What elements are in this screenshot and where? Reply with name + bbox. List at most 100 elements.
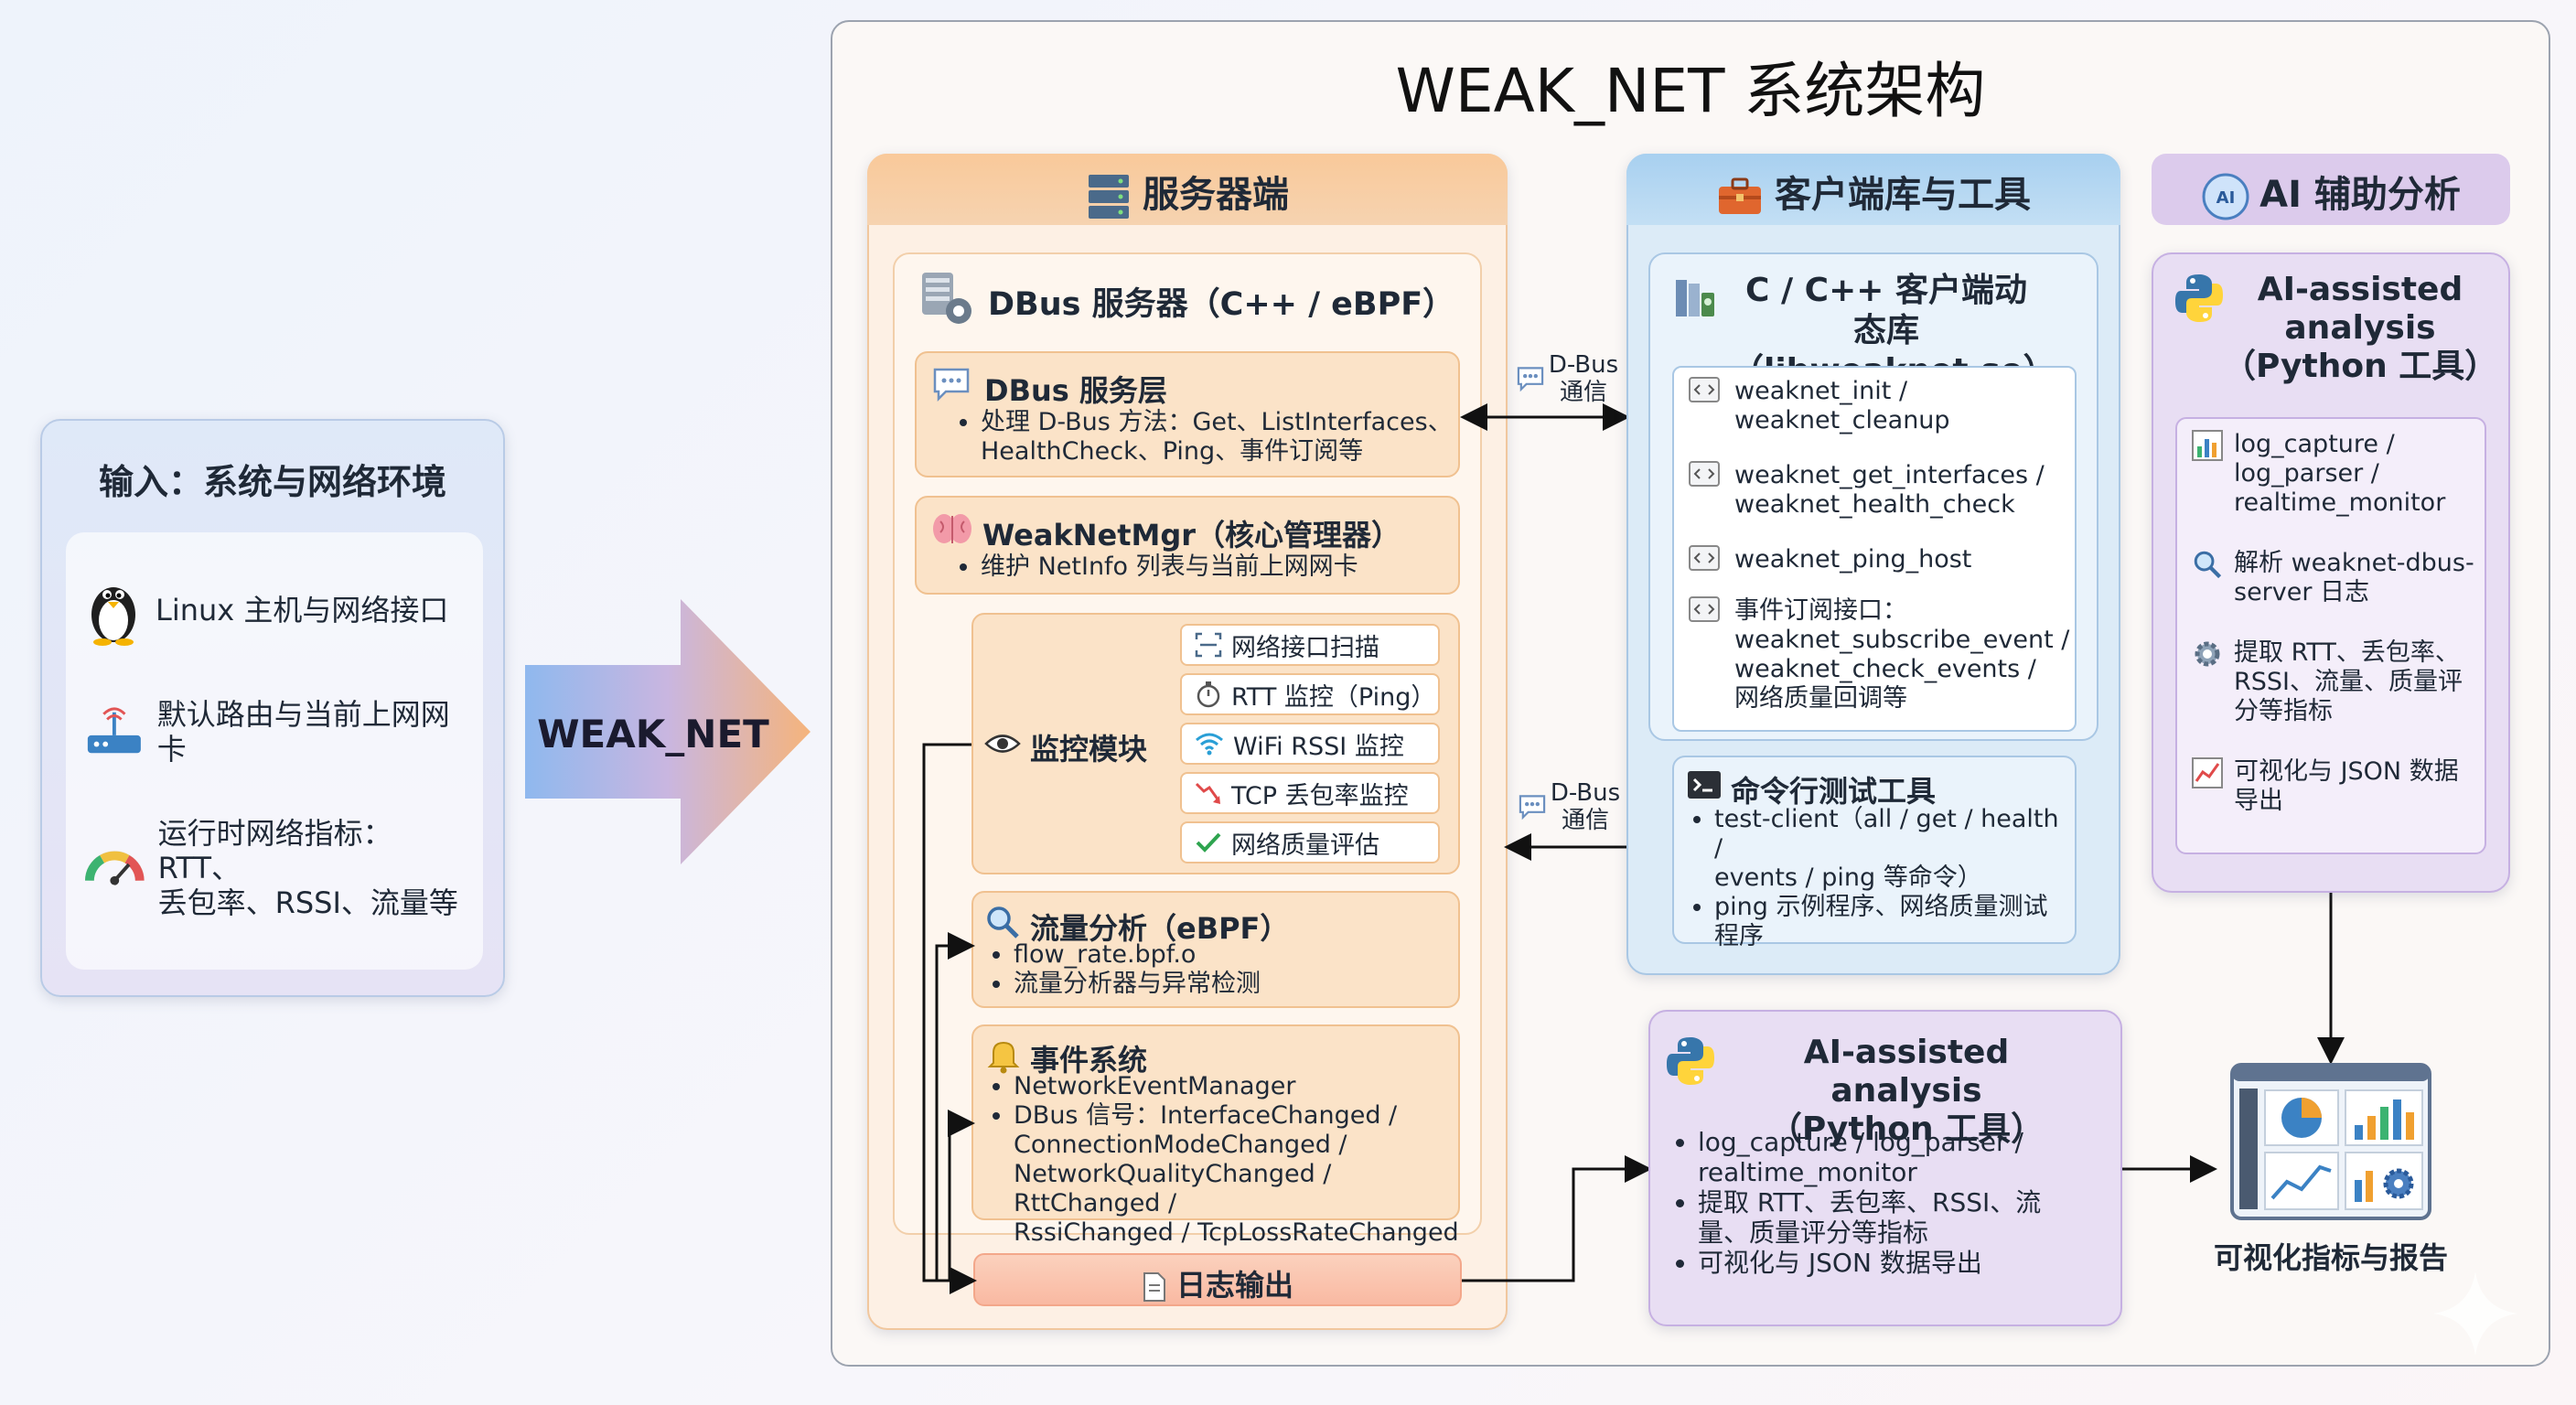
input-item-label: 默认路由与当前上网网卡	[156, 697, 450, 767]
ai-feature-line: RSSI、流量、质量评	[2234, 668, 2463, 696]
input-item-route: 默认路由与当前上网网卡	[84, 697, 468, 767]
monitor-title: 监控模块	[1030, 732, 1148, 767]
ai-analysis-line: log_capture / log_parser /	[1698, 1127, 2023, 1157]
input-item-label: Linux 主机与网络接口	[156, 593, 449, 627]
monitor-item-rssi: WiFi RSSI 监控	[1180, 723, 1440, 765]
flow-list: flow_rate.bpf.o 流量分析器与异常检测	[986, 940, 1453, 999]
router-icon	[87, 707, 141, 754]
api-item: 事件订阅接口：weaknet_subscribe_event /weaknet_…	[1689, 596, 2069, 713]
ai-tool-title-line: （Python 工具）	[2223, 348, 2498, 385]
eye-icon	[984, 735, 1021, 753]
dbus-label-line1: D-Bus	[1548, 351, 1619, 379]
log-output-label: 日志输出	[1175, 1268, 1293, 1303]
events-list: NetworkEventManager DBus 信号：InterfaceCha…	[986, 1072, 1462, 1248]
service-layer-line2: HealthCheck、Ping、事件订阅等	[981, 437, 1364, 466]
api-line: weaknet_health_check	[1734, 490, 2015, 519]
ai-analysis-title: AI-assisted analysis （Python 工具）	[1723, 1034, 2089, 1149]
api-item: weaknet_get_interfaces /weaknet_health_c…	[1689, 461, 2045, 520]
events-title: 事件系统	[1030, 1043, 1148, 1078]
client-header-label: 客户端库与工具	[1775, 174, 2031, 216]
scan-icon	[1195, 632, 1222, 658]
monitor-item-scan: 网络接口扫描	[1180, 624, 1440, 666]
dbus-service-layer: DBus 服务层 处理 D-Bus 方法：Get、ListInterfaces、…	[915, 351, 1460, 477]
penguin-icon	[91, 587, 135, 646]
input-title: 输入：系统与网络环境	[98, 462, 446, 502]
ai-feature-line: 导出	[2234, 787, 2283, 815]
trend-down-icon	[1195, 782, 1220, 804]
weaknetmgr-text-wrap: 维护 NetInfo 列表与当前上网网卡	[953, 552, 1456, 582]
service-layer-text: 处理 D-Bus 方法：Get、ListInterfaces、HealthChe…	[953, 408, 1456, 467]
ai-feature-list: log_capture /log_parser /realtime_monito…	[2175, 417, 2486, 854]
python-icon	[2175, 274, 2223, 322]
cli-title: 命令行测试工具	[1731, 774, 1937, 809]
server-gear-icon	[922, 273, 971, 324]
client-header	[1626, 154, 2120, 225]
terminal-icon	[1688, 771, 1721, 799]
output-label: 可视化指标与报告	[2213, 1240, 2448, 1275]
ai-analysis-list: log_capture / log_parser /realtime_monit…	[1670, 1127, 2109, 1278]
ai-analysis-item: 可视化与 JSON 数据导出	[1698, 1248, 2109, 1278]
flow-analysis-box: 流量分析（eBPF） flow_rate.bpf.o 流量分析器与异常检测	[971, 891, 1460, 1008]
monitor-item-tcp: TCP 丢包率监控	[1180, 772, 1440, 814]
cli-tools-box: 命令行测试工具 test-client（all / get / health /…	[1672, 756, 2077, 950]
ai-feature-line: log_parser /	[2234, 459, 2379, 488]
events-item: DBus 信号：InterfaceChanged / ConnectionMod…	[1014, 1101, 1462, 1248]
monitor-item-label: 网络接口扫描	[1231, 633, 1379, 662]
ai-feature-line: 分等指标	[2234, 697, 2333, 725]
line-chart-icon	[2192, 757, 2223, 788]
ai-tool-title-line: analysis	[2284, 309, 2436, 347]
api-line: weaknet_check_events /	[1734, 655, 2036, 683]
events-item: NetworkEventManager	[1014, 1072, 1462, 1101]
service-layer-title: DBus 服务层	[984, 373, 1167, 408]
lib-title-line1: C / C++ 客户端动态库	[1745, 272, 2027, 349]
input-metrics-line1: 运行时网络指标：RTT、	[157, 816, 392, 885]
ai-feature-line: 提取 RTT、丢包率、	[2234, 638, 2460, 667]
log-output-label-wrap: 日志输出	[975, 1262, 1460, 1304]
api-line: weaknet_subscribe_event /	[1734, 626, 2070, 654]
monitor-item-rtt: RTT 监控（Ping）	[1180, 673, 1440, 715]
ai-feature-line: server 日志	[2234, 578, 2370, 606]
ai-analysis-box: AI-assisted analysis （Python 工具） log_cap…	[1648, 1010, 2122, 1326]
events-signal-line: DBus 信号：InterfaceChanged /	[1014, 1101, 1398, 1130]
api-item: weaknet_ping_host	[1689, 545, 1971, 574]
ai-feature-line: realtime_monitor	[2234, 488, 2446, 517]
cli-line: events / ping 等命令）	[1714, 863, 1982, 892]
dbus-label-line1: D-Bus	[1550, 779, 1621, 807]
weaknetmgr-box: WeakNetMgr（核心管理器） 维护 NetInfo 列表与当前上网网卡	[915, 496, 1460, 595]
bar-chart-icon	[2192, 430, 2223, 461]
ai-analysis-line: 量、质量评分等指标	[1698, 1217, 1929, 1248]
monitor-module: 监控模块 网络接口扫描 RTT 监控（Ping） WiFi RSSI 监控 TC…	[971, 613, 1460, 874]
gauge-icon	[84, 851, 145, 885]
server-rack-icon	[1089, 175, 1129, 219]
flow-item: flow_rate.bpf.o	[1014, 940, 1453, 970]
sparkle-icon	[2433, 1271, 2517, 1356]
monitor-item-label: WiFi RSSI 监控	[1233, 732, 1404, 761]
monitor-item-label: 网络质量评估	[1231, 831, 1379, 860]
checkmark-icon	[1196, 832, 1221, 853]
ai-feature-line: 解析 weaknet-dbus-	[2234, 549, 2474, 577]
server-header	[867, 154, 1508, 225]
input-item-metrics: 运行时网络指标：RTT、 丢包率、RSSI、流量等	[84, 816, 468, 920]
input-panel: 输入：系统与网络环境 Linux 主机与网络接口 默认路由与当前上网网卡	[40, 419, 505, 997]
ai-header-label: AI 辅助分析	[2259, 174, 2461, 216]
ai-analysis-title-line: AI-assisted analysis	[1803, 1034, 2010, 1110]
chat-bubble-icon	[1517, 367, 1544, 392]
wifi-icon	[1196, 733, 1223, 756]
cli-line: 程序	[1714, 922, 1764, 950]
log-output-box: 日志输出	[973, 1253, 1462, 1306]
api-line: weaknet_get_interfaces /	[1734, 461, 2045, 489]
weaknetmgr-text: 维护 NetInfo 列表与当前上网网卡	[981, 552, 1456, 582]
ai-feature-item: 可视化与 JSON 数据导出	[2192, 757, 2459, 816]
python-icon	[1667, 1037, 1714, 1085]
events-signal-line: ConnectionModeChanged /	[1014, 1131, 1347, 1159]
cli-item: test-client（all / get / health /events /…	[1714, 805, 2071, 893]
input-item-linux: Linux 主机与网络接口	[84, 574, 468, 646]
document-icon	[1143, 1272, 1165, 1302]
api-line: weaknet_ping_host	[1734, 545, 1972, 574]
monitor-item-label: RTT 监控（Ping）	[1231, 682, 1436, 712]
code-icon	[1689, 545, 1720, 571]
client-header-title: 客户端库与工具	[1626, 165, 2120, 218]
